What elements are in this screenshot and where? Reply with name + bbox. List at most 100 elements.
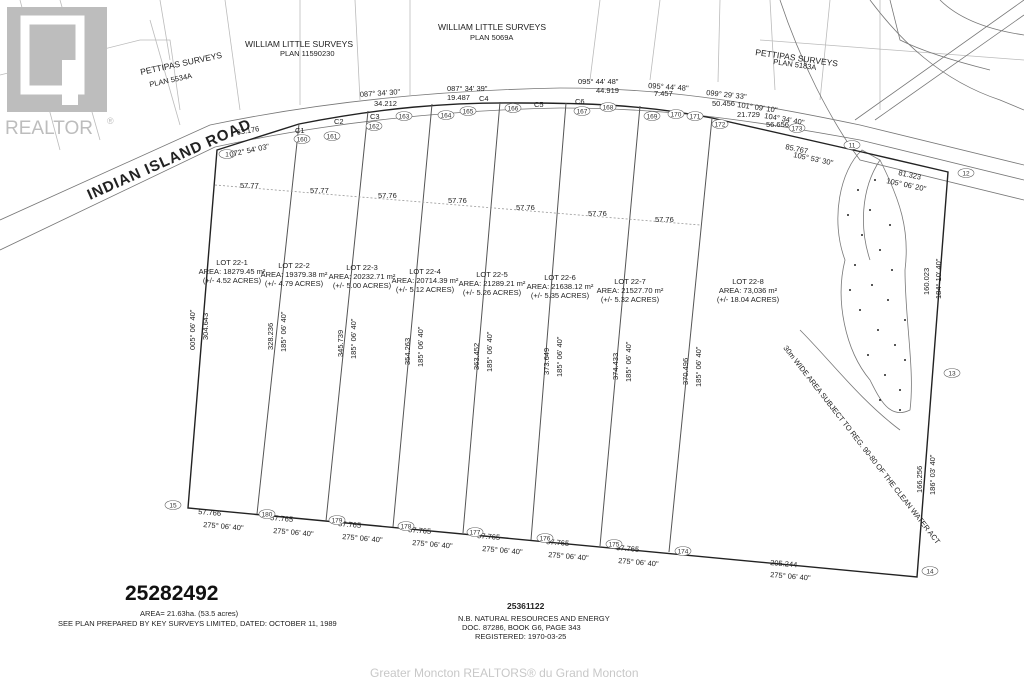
wetland-dot: [891, 269, 893, 271]
course-distance: 44.919: [596, 86, 619, 95]
wetland-dot: [904, 319, 906, 321]
boundary-point: 178: [397, 521, 415, 531]
lot-divider: [668, 117, 713, 553]
wetland-dot: [889, 224, 891, 226]
wetland-dot: [879, 399, 881, 401]
rear-bearing: 275° 06' 40": [482, 544, 523, 557]
rear-labels: 57.76657.76557.76557.76557.76557.76557.7…: [198, 507, 811, 583]
curve-label: C6: [575, 97, 585, 106]
corner-point: 1: [218, 149, 236, 159]
point-marker: [258, 509, 276, 519]
point-marker: [365, 121, 383, 131]
lot-acres: (+/- 5.32 ACRES): [601, 295, 660, 304]
point-marker: [667, 109, 685, 119]
realtor-logo-text: REALTOR: [5, 118, 93, 139]
point-marker: [643, 111, 661, 121]
lot-area: AREA: 18279.45 m²: [199, 267, 266, 276]
course-bearing: 099° 29' 33": [706, 88, 748, 101]
point-marker: [921, 566, 939, 576]
point-marker: [323, 131, 341, 141]
point-number: 13: [948, 370, 956, 377]
boundary-point: 168: [599, 102, 617, 112]
lot-dividers: [256, 101, 713, 553]
point-number: 170: [671, 111, 682, 118]
rear-distance: 57.765: [338, 519, 362, 530]
realtor-logo: REALTOR ®: [5, 7, 114, 139]
lot-acres: (+/- 5.12 ACRES): [396, 285, 455, 294]
lot-divider: [256, 123, 300, 515]
rear-bearing: 275° 06' 40": [770, 570, 811, 583]
boundary-point: 162: [365, 121, 383, 131]
realtor-logo-mark: ®: [107, 116, 114, 126]
boundary-point: 171: [686, 111, 704, 121]
wetland-dot: [899, 409, 901, 411]
registry-line: DOC. 87286, BOOK G6, PAGE 343: [462, 623, 581, 632]
point-number: 179: [332, 517, 343, 524]
point-number: 178: [401, 523, 412, 530]
point-marker: [466, 527, 484, 537]
side-length: 370.496: [681, 358, 690, 385]
course-bearing: 095° 44' 48": [578, 77, 619, 86]
point-number: 174: [678, 548, 689, 555]
boundary-point: 172: [711, 119, 729, 129]
wetland-dot: [867, 354, 869, 356]
course-distance: 50.456: [712, 99, 735, 108]
curve-label: C4: [479, 94, 489, 103]
course-distance: 56.656: [766, 120, 789, 129]
survey-plan: PLAN 5069A: [470, 33, 513, 42]
boundary-point: 170: [667, 109, 685, 119]
point-number: 171: [690, 113, 701, 120]
frontage-label: 57.76: [378, 191, 397, 200]
boundary-point: 179: [328, 515, 346, 525]
boundary-point: 161: [323, 131, 341, 141]
side-length: 374.433: [611, 353, 620, 380]
curve-label: C5: [534, 100, 544, 109]
point-marker: [605, 539, 623, 549]
point-marker: [504, 103, 522, 113]
wetland-dot: [879, 249, 881, 251]
rear-bearing: 275° 06' 40": [273, 526, 314, 539]
point-marker: [943, 368, 961, 378]
rear-bearing: 275° 06' 40": [342, 532, 383, 545]
point-number: 11: [849, 142, 856, 149]
boundary-point: 174: [674, 546, 692, 556]
point-marker: [328, 515, 346, 525]
side-bearing: 185° 06' 40": [349, 318, 358, 359]
plan-note: SEE PLAN PREPARED BY KEY SURVEYS LIMITED…: [58, 619, 337, 628]
curve-label: C2: [334, 117, 344, 126]
boundary-point: 160: [293, 134, 311, 144]
area-note: AREA= 21.63ha. (53.5 acres): [140, 609, 239, 618]
corner-point: 15: [164, 500, 182, 510]
boundary-point: 169: [643, 111, 661, 121]
lot-acres: (+/- 5.35 ACRES): [531, 291, 590, 300]
point-number: 175: [609, 541, 620, 548]
wetland-dot: [877, 329, 879, 331]
course-distance: 19.487: [447, 93, 470, 102]
side-bearing: 185° 06' 40": [279, 311, 288, 352]
lot-name: LOT 22-8: [732, 277, 764, 286]
lot-name: LOT 22-7: [614, 277, 646, 286]
point-number: 176: [540, 535, 551, 542]
lot-area: AREA: 73,036 m²: [719, 286, 778, 295]
survey-name: WILLIAM LITTLE SURVEYS: [438, 22, 546, 32]
pid-south: 25361122: [507, 601, 545, 611]
wetland-dot: [887, 299, 889, 301]
indian-island-road: [0, 87, 1024, 251]
lot-acres: (+/- 4.52 ACRES): [203, 276, 262, 285]
registry-line: N.B. NATURAL RESOURCES AND ENERGY: [458, 614, 610, 623]
boundary-point: 176: [536, 533, 554, 543]
lot-name: LOT 22-3: [346, 263, 378, 272]
lot-divider: [462, 101, 501, 534]
survey-name: WILLIAM LITTLE SURVEYS: [245, 39, 353, 49]
wetland-dot: [869, 209, 871, 211]
boundary-point: 166: [504, 103, 522, 113]
side-length: 345.739: [336, 330, 345, 357]
wetland-dot: [874, 179, 876, 181]
